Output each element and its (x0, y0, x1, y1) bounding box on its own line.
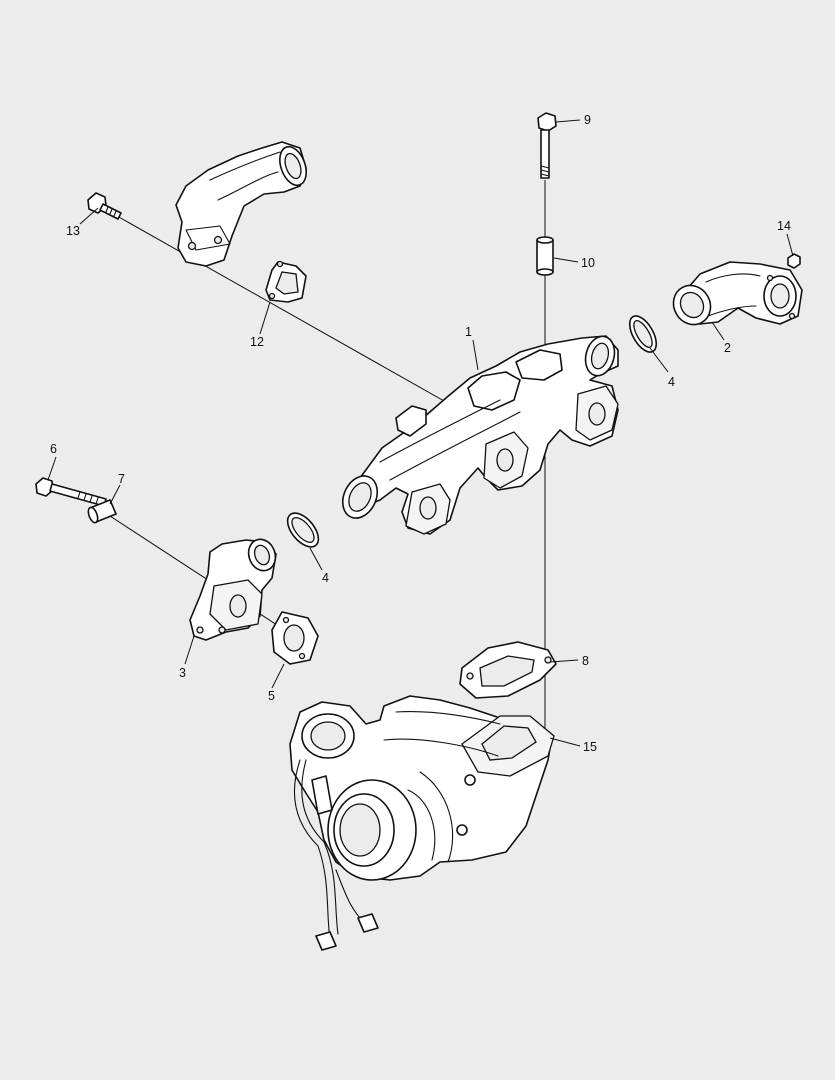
outlet-elbow-upper-left[interactable] (175, 141, 311, 267)
callout-13: 13 (66, 224, 80, 238)
seal-ring-4-left[interactable] (282, 508, 325, 553)
outlet-elbow-2[interactable] (666, 261, 803, 331)
callout-7: 7 (118, 472, 125, 486)
exhaust-manifold-1[interactable] (336, 333, 619, 535)
gasket-5[interactable] (271, 611, 319, 665)
outlet-flange-3[interactable] (189, 536, 280, 641)
callout-3: 3 (179, 666, 186, 680)
gasket-12[interactable] (265, 260, 307, 303)
seal-ring-4-right[interactable] (624, 312, 661, 357)
gasket-8[interactable] (459, 641, 557, 699)
bolt-6[interactable] (35, 477, 107, 507)
callout-14: 14 (777, 219, 791, 233)
callout-4-left: 4 (322, 571, 329, 585)
bolt-14[interactable] (787, 253, 801, 269)
callout-labels: 1 2 3 4 4 5 6 7 8 9 10 12 13 14 15 (50, 113, 791, 754)
callout-9: 9 (584, 113, 591, 127)
spacer-sleeve-7[interactable] (87, 499, 117, 524)
bolt-9[interactable] (537, 112, 557, 179)
callout-2: 2 (724, 341, 731, 355)
spacer-sleeve-10[interactable] (536, 236, 554, 276)
callout-8: 8 (582, 654, 589, 668)
callout-12: 12 (250, 335, 264, 349)
callout-5: 5 (268, 689, 275, 703)
callout-4-right: 4 (668, 375, 675, 389)
callout-1: 1 (465, 325, 472, 339)
callout-6: 6 (50, 442, 57, 456)
callout-10: 10 (581, 256, 595, 270)
callout-15: 15 (583, 740, 597, 754)
turbocharger-assembly[interactable] (289, 695, 555, 951)
bolt-13[interactable] (87, 192, 122, 220)
callout-leaders (47, 119, 794, 747)
